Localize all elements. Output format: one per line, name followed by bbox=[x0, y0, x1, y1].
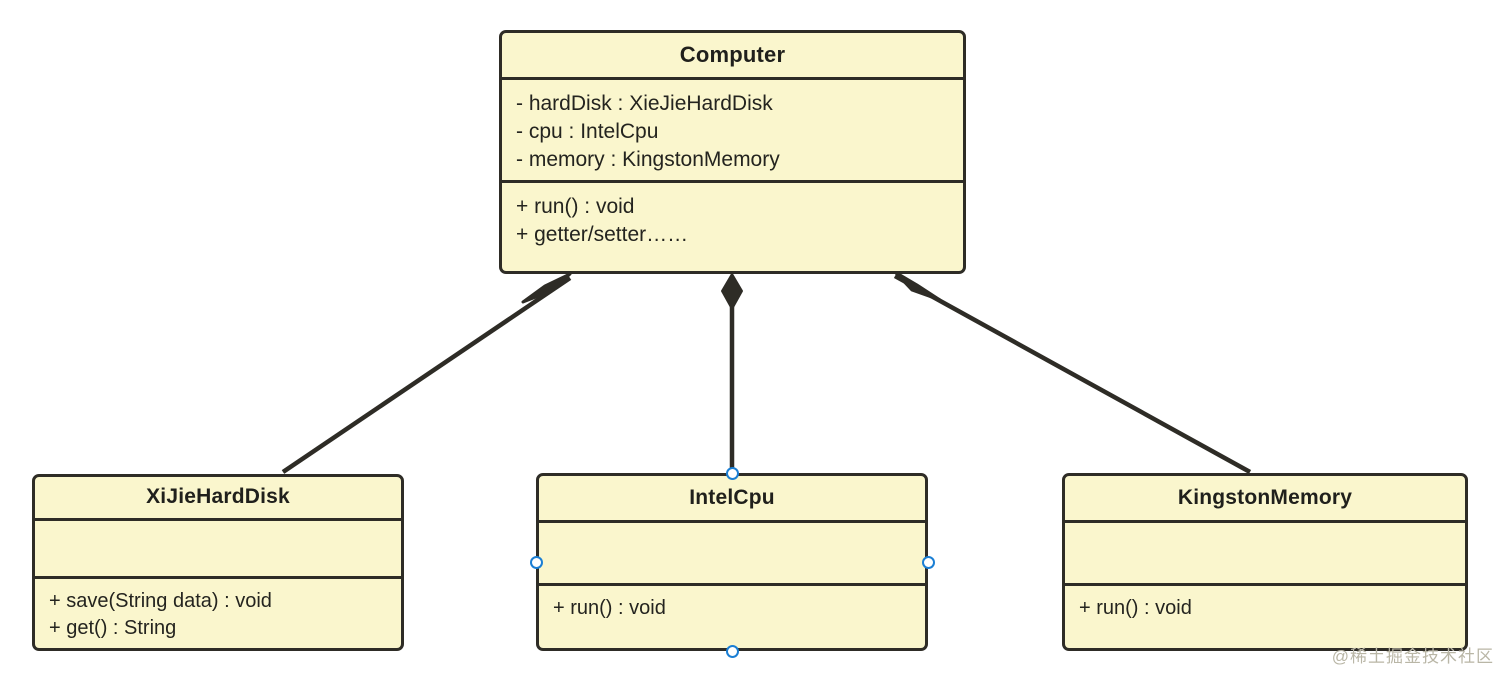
operation-item: + get() : String bbox=[49, 617, 177, 640]
class-box-harddisk[interactable]: XiJieHardDisk + save(String data) : void… bbox=[32, 474, 404, 651]
edge-computer-memory[interactable] bbox=[893, 270, 1252, 474]
selection-handle-top[interactable] bbox=[725, 466, 739, 480]
class-name-harddisk: XiJieHardDisk bbox=[146, 485, 290, 509]
compartment-divider bbox=[539, 520, 925, 523]
watermark-text: @稀土掘金技术社区 bbox=[1331, 647, 1494, 666]
operations-compartment-harddisk: + save(String data) : void + get() : Str… bbox=[35, 579, 401, 648]
operation-item: + run() : void bbox=[553, 597, 666, 619]
attributes-compartment-harddisk bbox=[35, 521, 401, 577]
operation-item: + getter/setter…… bbox=[516, 222, 689, 246]
selection-handle-bottom[interactable] bbox=[725, 644, 739, 658]
class-box-computer[interactable]: Computer - hardDisk : XieJieHardDisk - c… bbox=[499, 30, 966, 274]
operation-item: + save(String data) : void bbox=[49, 590, 272, 613]
composition-diamond-cpu bbox=[721, 273, 743, 310]
compartment-divider bbox=[1065, 520, 1465, 523]
selection-handle-left[interactable] bbox=[529, 555, 543, 569]
compartment-divider bbox=[35, 576, 401, 580]
attribute-item: - hardDisk : XieJieHardDisk bbox=[516, 91, 773, 115]
class-name-memory: KingstonMemory bbox=[1177, 486, 1353, 509]
operation-item: + run() : void bbox=[516, 194, 635, 218]
edge-computer-cpu[interactable] bbox=[721, 273, 743, 473]
operations-compartment-cpu: + run() : void bbox=[539, 586, 925, 648]
composition-diamond-memory bbox=[893, 270, 942, 302]
attributes-compartment-cpu bbox=[539, 523, 925, 583]
compartment-divider bbox=[35, 517, 401, 521]
selection-handle-right[interactable] bbox=[921, 555, 935, 569]
attribute-item: - memory : KingstonMemory bbox=[516, 148, 780, 172]
class-name-computer: Computer bbox=[679, 41, 786, 67]
class-name-cpu: IntelCpu bbox=[689, 486, 775, 509]
operations-compartment-computer: + run() : void + getter/setter…… bbox=[502, 183, 963, 271]
composition-diamond-harddisk bbox=[521, 272, 572, 304]
compartment-divider bbox=[502, 179, 963, 183]
compartment-divider bbox=[1065, 583, 1465, 586]
class-box-memory[interactable]: KingstonMemory + run() : void bbox=[1062, 473, 1468, 651]
operation-item: + run() : void bbox=[1079, 597, 1192, 619]
attributes-compartment-computer: - hardDisk : XieJieHardDisk - cpu : Inte… bbox=[502, 80, 963, 180]
compartment-divider bbox=[502, 76, 963, 80]
class-box-cpu[interactable]: IntelCpu + run() : void bbox=[536, 473, 928, 651]
compartment-divider bbox=[539, 583, 925, 586]
attribute-item: - cpu : IntelCpu bbox=[516, 119, 659, 143]
attributes-compartment-memory bbox=[1065, 523, 1465, 583]
edge-computer-harddisk[interactable] bbox=[281, 272, 572, 474]
operations-compartment-memory: + run() : void bbox=[1065, 586, 1465, 648]
